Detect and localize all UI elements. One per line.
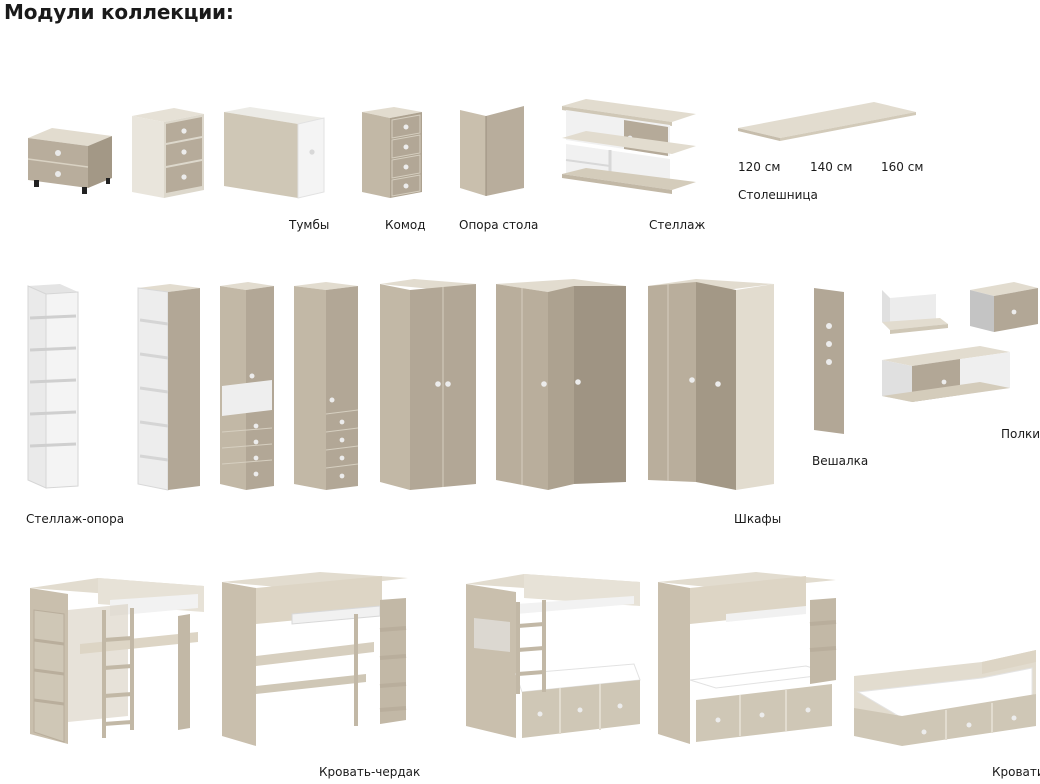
wall-shelf-icon bbox=[970, 282, 1038, 332]
tabletop-size-160: 160 см bbox=[881, 160, 924, 174]
wardrobe-icon bbox=[294, 282, 359, 490]
label-stellazh-opora: Стеллаж-опора bbox=[26, 512, 125, 526]
coat-rack-icon bbox=[814, 288, 844, 434]
label-krovat-cherdak: Кровать-чердак bbox=[319, 765, 421, 779]
label-opora-stola: Опора стола bbox=[459, 218, 539, 232]
corner-wardrobe-icon bbox=[496, 279, 626, 490]
corner-shelving-icon bbox=[27, 284, 79, 489]
bunk-bed-icon bbox=[658, 572, 837, 744]
label-stellazh: Стеллаж bbox=[649, 218, 706, 232]
drawer-unit-icon bbox=[132, 108, 204, 198]
wardrobe-icon bbox=[380, 279, 476, 490]
shelving-unit-icon bbox=[562, 99, 696, 194]
tabletop-size-120: 120 см bbox=[738, 160, 781, 174]
desk-support-icon bbox=[460, 106, 524, 196]
tabletop-icon bbox=[738, 102, 916, 141]
cube-storage-icon bbox=[224, 107, 325, 199]
label-polki: Полки bbox=[1001, 427, 1040, 441]
wall-shelf-icon bbox=[882, 346, 1010, 402]
label-veshalka: Вешалка bbox=[812, 454, 869, 468]
bunk-bed-icon bbox=[466, 574, 641, 738]
label-komod: Комод bbox=[385, 218, 426, 232]
corner-shelving-icon bbox=[137, 284, 200, 491]
wall-shelf-icon bbox=[882, 290, 948, 334]
page-title: Модули коллекции: bbox=[4, 0, 234, 24]
tabletop-size-140: 140 см bbox=[810, 160, 853, 174]
label-stoleshnica: Столешница bbox=[738, 188, 818, 202]
single-bed-icon bbox=[854, 650, 1036, 746]
label-shkafy: Шкафы bbox=[734, 512, 782, 526]
corner-wardrobe-icon bbox=[648, 279, 774, 490]
chest-of-drawers-icon bbox=[362, 107, 422, 198]
wardrobe-icon bbox=[220, 282, 274, 490]
loft-bed-icon bbox=[30, 578, 204, 744]
loft-bed-icon bbox=[222, 572, 408, 746]
nightstand-icon bbox=[27, 128, 112, 194]
label-tumby: Тумбы bbox=[289, 218, 330, 232]
label-krovati: Кровати bbox=[992, 765, 1040, 779]
